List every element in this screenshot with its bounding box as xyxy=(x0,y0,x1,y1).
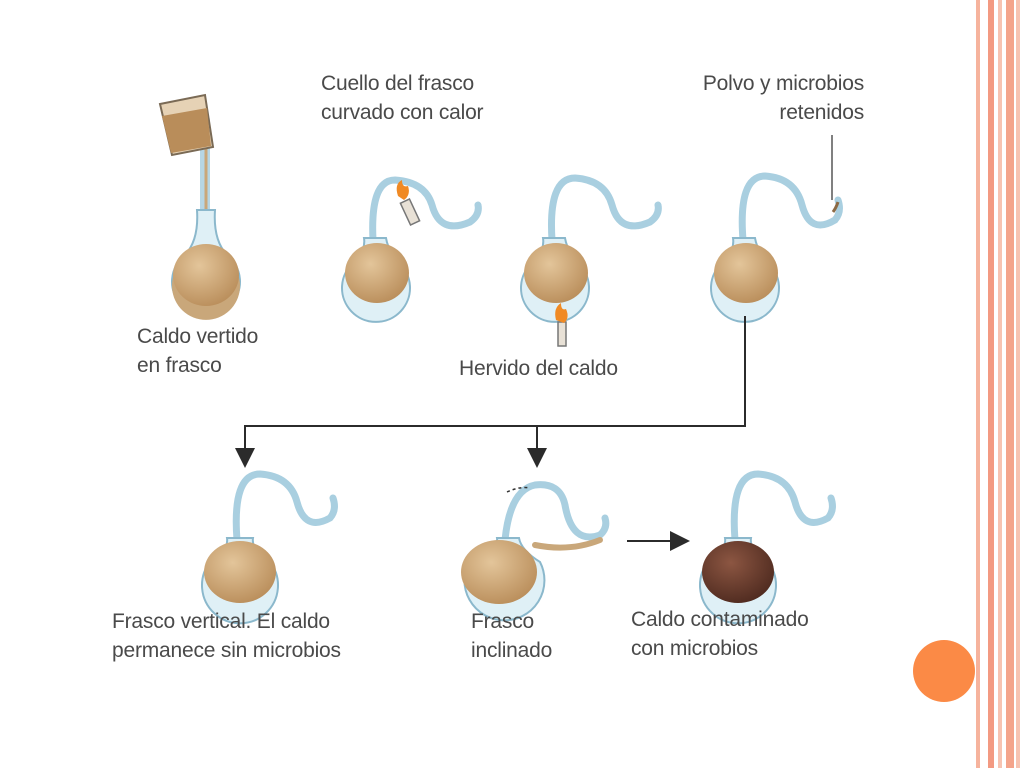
label-line: Caldo contaminado xyxy=(631,608,809,631)
flame-icon xyxy=(396,180,421,226)
flask-boiling xyxy=(520,174,662,347)
label-line: Polvo y microbios xyxy=(702,72,864,95)
flame-icon xyxy=(555,303,568,347)
label-frasco-vertical: Frasco vertical. El caldo permanece sin … xyxy=(112,607,341,665)
label-caldo-vertido: Caldo vertido en frasco xyxy=(137,322,258,380)
side-stripes-decoration xyxy=(976,0,1024,768)
label-frasco-inclinado: Frasco inclinado xyxy=(471,607,552,665)
label-line: Frasco vertical. El caldo xyxy=(112,610,330,633)
label-polvo-microbios: Polvo y microbios retenidos xyxy=(668,69,864,127)
label-line: Caldo vertido xyxy=(137,325,259,348)
label-line: Hervido del caldo xyxy=(459,357,618,380)
label-line: retenidos xyxy=(779,101,864,124)
flask-contaminated xyxy=(699,470,836,625)
accent-circle xyxy=(913,640,975,702)
flask-pouring xyxy=(158,93,241,320)
label-line: Cuello del frasco xyxy=(321,72,475,95)
pouring-beaker-icon xyxy=(158,93,215,157)
label-hervido: Hervido del caldo xyxy=(459,354,618,383)
label-line: Frasco xyxy=(471,610,534,633)
flask-dust-retained xyxy=(710,135,843,323)
label-caldo-contaminado: Caldo contaminado con microbios xyxy=(631,605,809,663)
label-line: permanece sin microbios xyxy=(112,639,341,662)
label-line: inclinado xyxy=(471,639,553,662)
label-line: curvado con calor xyxy=(321,101,484,124)
label-line: con microbios xyxy=(631,637,758,660)
label-cuello-curvado: Cuello del frasco curvado con calor xyxy=(321,69,484,127)
flow-connector xyxy=(235,316,746,551)
flask-neck-bending xyxy=(341,176,482,323)
flask-vertical-sterile xyxy=(201,470,338,625)
flask-tilted xyxy=(461,481,610,622)
label-line: en frasco xyxy=(137,354,222,377)
